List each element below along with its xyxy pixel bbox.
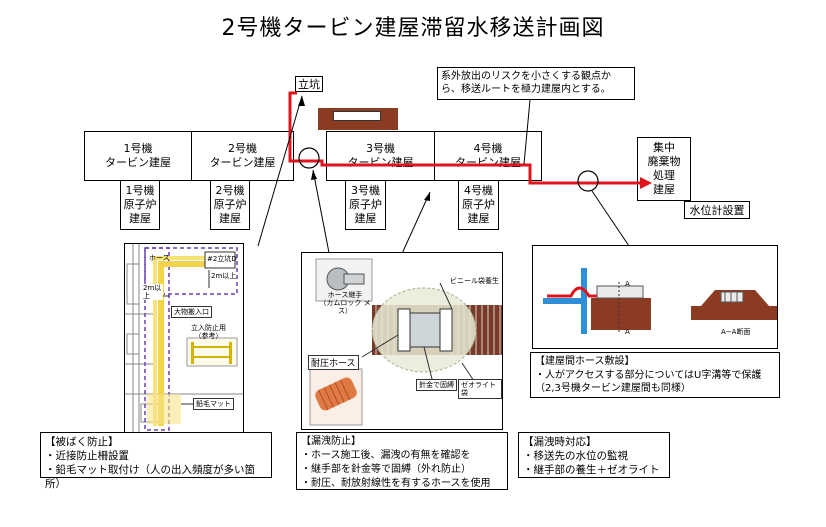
page-title: 2号機タービン建屋滞留水移送計画図 — [221, 16, 605, 41]
leader-left-inset — [257, 95, 303, 247]
note-leak-prevention: 【漏洩防止】 ・ホース施工後、漏洩の有無を確認を ・継手部を針金等で固縛（外れ防… — [296, 432, 508, 490]
vinyl-bag-label: ビニール袋養生 — [450, 277, 499, 285]
unit3-reactor-building: 3号機 原子炉 建屋 — [345, 180, 386, 230]
shaft-plan-drawing — [125, 244, 243, 432]
section-mark-a-top: A — [625, 280, 630, 288]
lead-mat-label: 鉛毛マット — [193, 398, 234, 410]
leader-left-inset-arrow — [298, 96, 305, 106]
section-mark-a-bottom: A — [625, 328, 630, 336]
leader-center-inset-a — [312, 169, 331, 259]
transfer-hose-route — [288, 91, 640, 185]
section-drawing — [543, 268, 777, 334]
note-leak-response: 【漏洩時対応】 ・移送先の水位の監視 ・継手部の養生＋ゼオライト — [518, 432, 670, 478]
unit1-turbine-building: 1号機 タービン建屋 — [84, 131, 192, 181]
trench-opening — [333, 111, 381, 121]
large-entrance-label: 大物搬入口 — [171, 306, 212, 318]
hose-label: ホース — [149, 254, 170, 262]
shaft-d-label: #2立坑D — [207, 255, 237, 263]
leader-center-inset-b — [399, 191, 431, 259]
unit1-reactor-building: 1号機 原子炉 建屋 — [120, 180, 160, 230]
leader-right-inset — [591, 190, 630, 247]
shaft-area-plan-inset: ホース #2立坑D 2m以上 2m以上 大物搬入口 立入防止用 （参考） 鉛毛マ… — [124, 243, 244, 433]
section-marker-right — [577, 170, 599, 192]
unit2-turbine-building: 2号機 タービン建屋 — [191, 131, 294, 181]
wire-binding-label: 針金で固縛 — [416, 379, 457, 391]
unit4-reactor-building: 4号機 原子炉 建屋 — [458, 180, 499, 230]
section-marker-left — [298, 147, 320, 169]
cross-section-inset: A A A−A断面 — [532, 245, 778, 349]
leader-route-note — [523, 99, 531, 165]
distance-label-top: 2m以上 — [211, 272, 237, 280]
route-note: 系外放出のリスクを小さくする観点か ら、移送ルートを極力建屋内とする。 — [437, 67, 635, 100]
hose-coupling-inset: ホース継手 （カムロック メス） ビニール袋養生 耐圧ホース 針金で固縛 ゼオラ… — [301, 252, 503, 430]
fence-reference-label: 立入防止用 （参考） — [191, 324, 226, 340]
coupling-label: ホース継手 （カムロック メス） — [319, 291, 371, 315]
water-level-label: 水位計設置 — [684, 201, 750, 219]
zeolite-bag-label: ゼオライト袋 — [458, 379, 502, 399]
unit2-reactor-building: 2号機 原子炉 建屋 — [210, 180, 250, 230]
section-aa-label: A−A断面 — [721, 328, 751, 336]
route-arrowhead — [640, 177, 652, 189]
trench-graphic — [318, 108, 398, 130]
note-hose-laying: 【建屋間ホース敷設】 ・人がアクセスする部分についてはU字溝等で保護 （2,3号… — [530, 352, 780, 398]
leader-center-arrow-a — [311, 170, 317, 180]
leader-center-arrow-b — [424, 192, 430, 201]
shaft-label: 立坑 — [295, 76, 323, 92]
distance-label-side: 2m以上 — [143, 284, 163, 300]
pressure-hose-label: 耐圧ホース — [308, 355, 359, 370]
waste-treatment-building: 集中 廃棄物 処理 建屋 — [637, 137, 691, 201]
note-exposure-prevention: 【被ばく防止】 ・近接防止柵設置 ・鉛毛マット取付け（人の出入頻度が多い箇所） — [40, 432, 272, 490]
coupling-drawing — [309, 258, 502, 426]
